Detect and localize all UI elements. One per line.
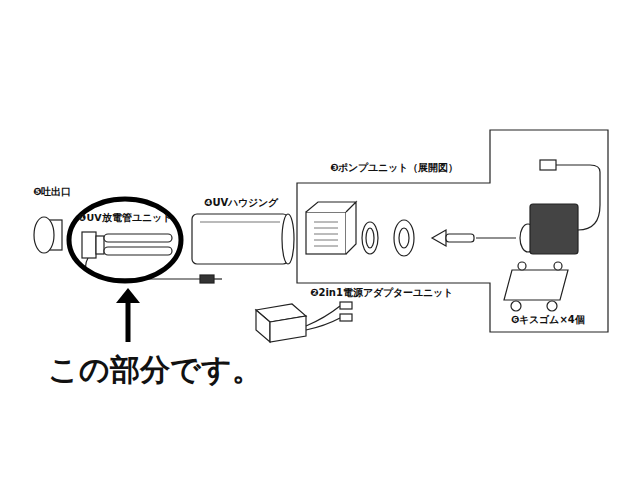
housing-end (282, 214, 294, 264)
panel-outline (297, 130, 608, 332)
suction-cup (547, 301, 557, 311)
part-label: ❺吐出口 (33, 186, 71, 198)
pump-cover (306, 212, 346, 254)
pump-wire (556, 165, 600, 230)
o-ring (362, 222, 378, 254)
impeller (432, 230, 446, 246)
adapter-plug (340, 302, 352, 309)
cover-grill (314, 222, 338, 246)
highlight-oval: ❶UV放電管ユニット (66, 196, 184, 284)
pump-ring-inner (399, 228, 409, 248)
shaft (476, 237, 516, 238)
outlet-cap (34, 217, 54, 253)
impeller-shaft (446, 234, 474, 242)
suction-cup (518, 262, 526, 270)
pump-cover-side (306, 202, 356, 254)
uv-unit-drawing (34, 160, 600, 342)
lamp-socket (96, 236, 104, 254)
lamp-tube (104, 234, 172, 242)
suction-cup (554, 262, 562, 270)
pump-ring (394, 220, 414, 256)
arrow-head (116, 288, 140, 303)
wire-plug (200, 275, 214, 283)
part-label: ❷2in1電源アダプターユニット (310, 287, 453, 299)
part-label: ❹UVハウジング (204, 197, 278, 209)
pointer-arrow (126, 300, 131, 342)
part-label: ❸ポンプユニット（展開図） (330, 162, 458, 174)
pump-body (530, 204, 578, 254)
node-outline (66, 196, 184, 284)
pump-unit-panel: ❸ポンプユニット（展開図） ❻キスゴム×4個 (297, 128, 610, 334)
plug-pin (214, 278, 222, 279)
adapter-front (270, 316, 306, 342)
oval-outline (69, 199, 181, 281)
o-ring-inner (366, 228, 374, 248)
suction-plate (504, 270, 568, 300)
adapter-side (256, 310, 270, 342)
lamp-tube (104, 247, 172, 255)
node-outline (297, 128, 610, 334)
part-label: ❶UV放電管ユニット (78, 212, 171, 223)
pump-connector (540, 160, 556, 170)
adapter-wires (306, 306, 340, 330)
uv-housing (192, 214, 288, 264)
suction-cup (511, 301, 521, 311)
lamp-base (82, 232, 96, 258)
adapter-plug (340, 314, 352, 321)
part-label: ❻キスゴム×4個 (511, 314, 585, 326)
housing-shade (200, 221, 280, 222)
pointer-caption: この部分です。 (48, 352, 262, 388)
